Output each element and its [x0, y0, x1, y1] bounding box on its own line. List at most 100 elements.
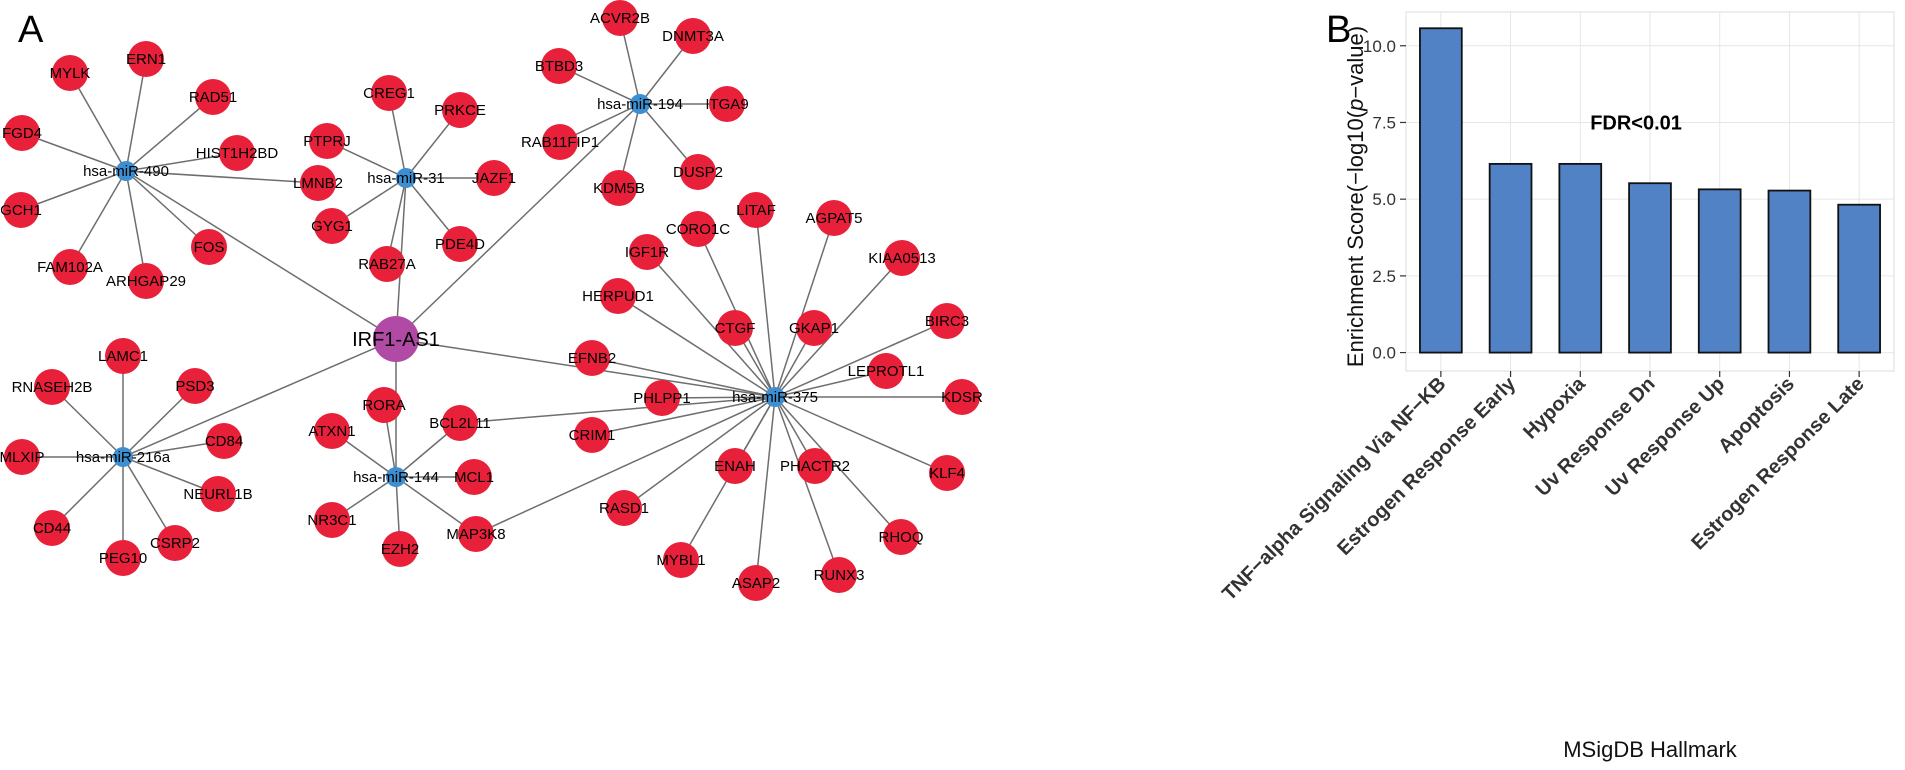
mirna-hsa-mir-194-node	[630, 94, 650, 114]
gene-btbd3-node	[541, 48, 577, 84]
x-tick-label-hypoxia: Hypoxia	[1519, 372, 1590, 443]
gene-mlxip-node	[4, 439, 40, 475]
edge-m490-fam102a	[69, 170, 127, 268]
edge-hub-m216a	[122, 338, 397, 458]
gene-prkce-node	[442, 92, 478, 128]
gene-mybl1-label: MYBL1	[656, 552, 705, 569]
edge-map3k8-m375	[475, 396, 776, 535]
gene-pde4d-label: PDE4D	[435, 236, 485, 253]
y-axis-title-part2: p	[1343, 99, 1368, 112]
gene-cd44-label: CD44	[33, 520, 71, 537]
y-tick-label: 7.5	[1372, 113, 1396, 132]
edge-m375-igf1r	[646, 251, 776, 398]
gene-rora-label: RORA	[362, 397, 405, 414]
gene-rnaseh2b-node	[34, 369, 70, 405]
gene-phlpp1-node	[644, 380, 680, 416]
gene-dusp2-node	[680, 154, 716, 190]
gene-herpud1-node	[600, 278, 636, 314]
gene-agpat5-label: AGPAT5	[806, 210, 863, 227]
gene-efnb2-node	[574, 340, 610, 376]
gene-fos-label: FOS	[194, 239, 225, 256]
gene-agpat5-node	[816, 200, 852, 236]
gene-dnmt3a-label: DNMT3A	[662, 28, 724, 45]
gene-rab27a-node	[369, 246, 405, 282]
gene-atxn1-label: ATXN1	[308, 423, 355, 440]
gene-birc3-label: BIRC3	[925, 313, 969, 330]
gene-ern1-node	[128, 41, 164, 77]
bars	[1419, 27, 1881, 354]
gene-ctgf-label: CTGF	[715, 320, 756, 337]
edge-m375-asap2	[755, 396, 776, 584]
gene-crim1-label: CRIM1	[569, 427, 616, 444]
y-axis: 0.02.55.07.510.0	[1363, 37, 1406, 363]
gene-herpud1-label: HERPUD1	[582, 288, 654, 305]
edge-m490-arhgap29	[125, 170, 147, 282]
gene-leprotl1-label: LEPROTL1	[848, 363, 925, 380]
gene-pde4d-node	[442, 226, 478, 262]
y-axis-title-part1: Enrichment Score(−log10(	[1343, 110, 1368, 367]
gene-asap2-label: ASAP2	[732, 575, 780, 592]
gene-lmnb2-label: LMNB2	[293, 175, 343, 192]
gene-jazf1-label: JAZF1	[472, 170, 516, 187]
gene-ezh2-label: EZH2	[381, 541, 419, 558]
gene-ezh2-node	[382, 531, 418, 567]
gene-leprotl1-node	[868, 353, 904, 389]
edge-m490-fos	[125, 170, 210, 248]
gene-kdm5b-label: KDM5B	[593, 180, 645, 197]
gene-cd84-node	[206, 423, 242, 459]
gene-lamc1-label: LAMC1	[98, 348, 148, 365]
gene-kiaa0513-node	[884, 240, 920, 276]
gene-neurl1b-label: NEURL1B	[183, 486, 252, 503]
fdr-annotation: FDR<0.01	[1590, 112, 1682, 134]
edge-m490-fgd4	[21, 132, 127, 172]
gene-rab27a-label: RAB27A	[358, 256, 416, 273]
edge-m375-agpat5	[774, 217, 835, 398]
mirna-hsa-mir-375-label: hsa-miR-375	[732, 389, 818, 406]
edge-m490-rad51	[125, 96, 214, 172]
gene-mylk-label: MYLK	[50, 65, 91, 82]
mirna-hsa-mir-490-label: hsa-miR-490	[83, 163, 169, 180]
hub-irf1-as1-node	[373, 316, 419, 362]
gene-klf4-label: KLF4	[929, 465, 965, 482]
edge-m490-mylk	[69, 72, 127, 172]
bar-uv-response-up	[1697, 188, 1742, 354]
mirna-hsa-mir-216a-label: hsa-miR-216a	[76, 449, 171, 466]
gene-litaf-node	[738, 192, 774, 228]
mirna-hsa-mir-31-label: hsa-miR-31	[367, 170, 445, 187]
gene-itga9-node	[709, 86, 745, 122]
edge-m375-litaf	[755, 209, 776, 398]
gene-creg1-node	[371, 75, 407, 111]
gene-asap2-node	[738, 565, 774, 601]
edge-bcl2l11-m375	[459, 396, 776, 424]
gene-kiaa0513-label: KIAA0513	[868, 250, 936, 267]
gene-arhgap29-label: ARHGAP29	[106, 273, 186, 290]
gene-rhoq-node	[883, 519, 919, 555]
gene-bcl2l11-node	[442, 405, 478, 441]
hub-irf1-as1-label: IRF1-AS1	[352, 329, 440, 351]
gene-phactr2-node	[797, 448, 833, 484]
x-tick-label-uv-response-up: Uv Response Up	[1601, 373, 1729, 501]
edge-m490-hist1h2bd	[125, 152, 238, 172]
panel-a-letter: A	[18, 9, 44, 51]
gene-lamc1-node	[105, 338, 141, 374]
gene-itga9-label: ITGA9	[705, 96, 748, 113]
gene-fgd4-label: FGD4	[2, 125, 42, 142]
edge-m375-runx3	[774, 396, 840, 576]
y-tick-label: 10.0	[1363, 37, 1396, 56]
gene-map3k8-label: MAP3K8	[446, 526, 505, 543]
gene-ptprj-label: PTPRJ	[303, 133, 351, 150]
gene-fam102a-label: FAM102A	[37, 259, 103, 276]
edge-m375-herpud1	[617, 295, 776, 398]
gene-birc3-node	[929, 303, 965, 339]
gene-efnb2-label: EFNB2	[568, 350, 616, 367]
gene-acvr2b-node	[602, 0, 638, 36]
bar-uv-response-dn	[1628, 182, 1672, 354]
gene-mcl1-node	[456, 459, 492, 495]
gene-gch1-node	[3, 192, 39, 228]
mirna-hsa-mir-194-label: hsa-miR-194	[597, 96, 683, 113]
gene-coro1c-label: CORO1C	[666, 221, 730, 238]
bar-estrogen-response-early	[1488, 162, 1533, 354]
gene-rab11fip1-label: RAB11FIP1	[521, 134, 599, 151]
gene-lmnb2-node	[300, 165, 336, 201]
gene-klf4-node	[929, 455, 965, 491]
